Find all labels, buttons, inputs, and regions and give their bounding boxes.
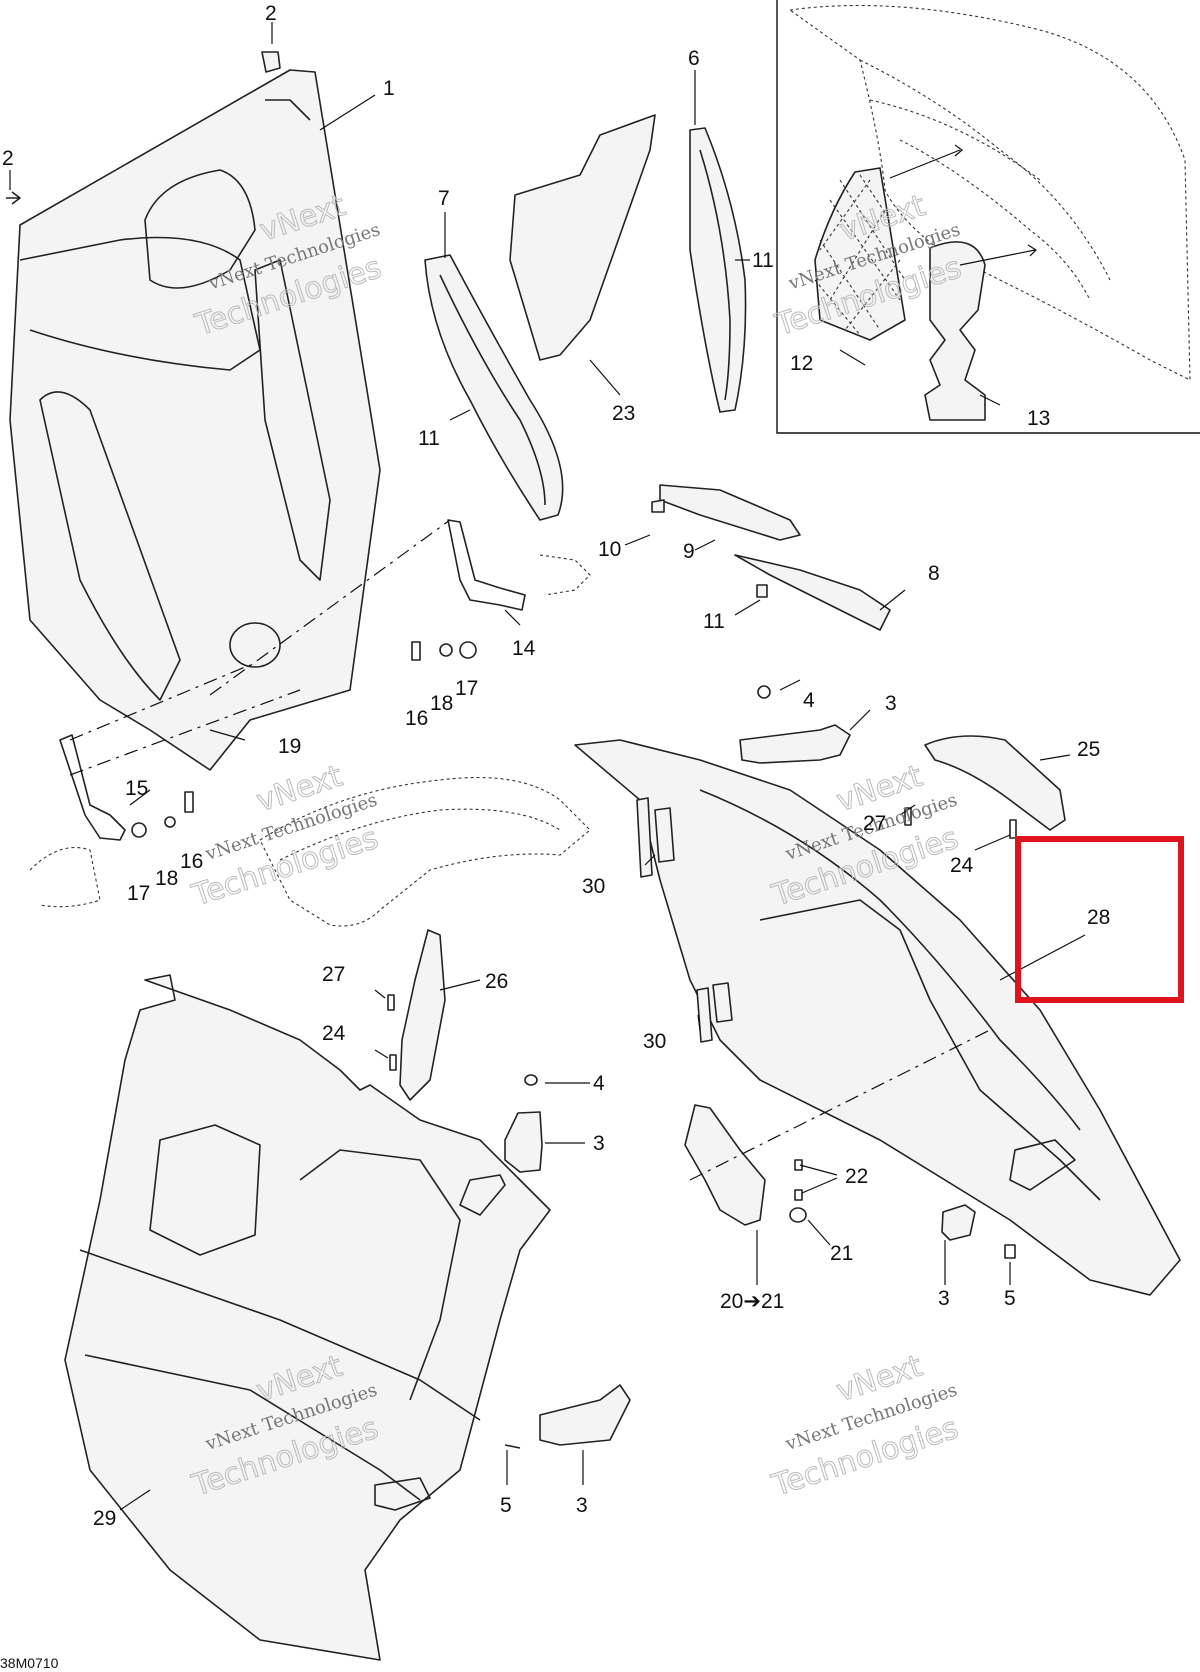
part-9-trim: [659, 484, 801, 541]
callout-28[interactable]: 28: [1087, 906, 1110, 929]
callout-29[interactable]: 29: [93, 1507, 116, 1530]
callout-1[interactable]: 1: [383, 77, 395, 100]
inset-sidepanel-dotted: [788, 4, 1191, 381]
part-3-handle-mid: [459, 1111, 543, 1216]
callout-8[interactable]: 8: [928, 562, 940, 585]
callout-3-top[interactable]: 3: [885, 692, 897, 715]
inset-mesh-12: [814, 167, 906, 341]
callout-13[interactable]: 13: [1027, 407, 1050, 430]
part-20-bracket: [684, 1104, 766, 1226]
part-25-trim: [924, 735, 1066, 831]
part-22-screws: [794, 1159, 803, 1201]
part-15-bracket: [29, 734, 194, 908]
callout-24-right[interactable]: 24: [950, 854, 974, 877]
leader-lines: [9, 22, 1086, 1511]
callout-19[interactable]: 19: [278, 735, 301, 758]
part-28-side-panel: [574, 739, 1181, 1296]
part-2-clip-top: [261, 51, 281, 73]
part-3-handle-upper: [739, 724, 851, 764]
part-21-nut: [789, 1207, 807, 1223]
callout-20-21[interactable]: 20➔21: [720, 1290, 784, 1313]
callout-27-left[interactable]: 27: [322, 963, 345, 986]
highlight-box: [1015, 836, 1184, 1003]
callout-25[interactable]: 25: [1077, 738, 1100, 761]
hardware-16-18-17: [411, 641, 477, 661]
watermark-f: Technologies vNext Technologies vNext: [767, 1348, 963, 1504]
assembly-line-d: [689, 1029, 991, 1181]
part-10-clip: [651, 499, 665, 513]
assembly-line-a: [209, 519, 451, 696]
part-30-strip-upper: [636, 797, 675, 878]
callout-3-bottom[interactable]: 3: [576, 1494, 588, 1517]
part-1-hood-panel: [9, 69, 381, 771]
part-23-foam-block: [509, 114, 656, 361]
screws-27-24-lower: [387, 994, 397, 1071]
part-4-cap-upper: [757, 685, 771, 699]
part-8-trim: [734, 554, 891, 631]
callout-15[interactable]: 15: [125, 777, 148, 800]
callout-5-bottom[interactable]: 5: [500, 1494, 512, 1517]
callout-26[interactable]: 26: [485, 970, 508, 993]
callout-18-bottom[interactable]: 18: [155, 867, 178, 890]
part-26-trim: [399, 929, 446, 1101]
screw-5-lower: [504, 1444, 521, 1449]
part-2-clip-left: [6, 191, 21, 205]
assembly-line-b: [69, 664, 251, 741]
callout-22[interactable]: 22: [845, 1165, 868, 1188]
callout-12[interactable]: 12: [790, 352, 813, 375]
callout-17-bottom[interactable]: 17: [127, 882, 150, 905]
callout-11-top[interactable]: 11: [752, 249, 774, 272]
callout-17-top[interactable]: 17: [455, 677, 478, 700]
inset-frame: [776, 0, 1200, 434]
callout-3-right[interactable]: 3: [938, 1287, 950, 1310]
part-14-bracket: [447, 519, 591, 611]
callout-21[interactable]: 21: [830, 1242, 853, 1265]
callout-16-top[interactable]: 16: [405, 707, 428, 730]
part-4-cap-mid: [524, 1074, 538, 1086]
part-6-vent-grille: [689, 127, 747, 413]
inset-arrow-a: [889, 144, 963, 179]
callout-labels[interactable]: 2 1 2 6 7 11 11 23 12 13 10 9 8 11 14 16…: [2, 2, 1100, 1530]
callout-11-right[interactable]: 11: [703, 610, 725, 633]
callout-2-top[interactable]: 2: [265, 2, 277, 25]
callout-3-mid[interactable]: 3: [593, 1132, 605, 1155]
callout-23[interactable]: 23: [612, 402, 635, 425]
screw-5-right: [1004, 1244, 1016, 1259]
callout-9[interactable]: 9: [683, 540, 695, 563]
part-3-handle-right: [941, 1204, 976, 1241]
callout-16-bottom[interactable]: 16: [180, 850, 203, 873]
callout-7[interactable]: 7: [438, 187, 450, 210]
callout-4-mid[interactable]: 4: [593, 1072, 605, 1095]
drawing-code: 38M0710: [0, 1655, 59, 1671]
callout-24-left[interactable]: 24: [322, 1022, 346, 1045]
callout-14[interactable]: 14: [512, 637, 536, 660]
inset-arrow-b: [959, 244, 1037, 266]
frame-dotted-middle: [259, 776, 591, 927]
part-29-side-panel: [64, 974, 551, 1661]
callout-11-mid[interactable]: 11: [418, 427, 440, 450]
callout-5-right[interactable]: 5: [1004, 1287, 1016, 1310]
callout-18-top[interactable]: 18: [430, 692, 453, 715]
callout-27-right[interactable]: 27: [863, 812, 886, 835]
callout-2-left[interactable]: 2: [2, 147, 14, 170]
callout-6[interactable]: 6: [688, 47, 700, 70]
callout-30-bottom[interactable]: 30: [643, 1030, 666, 1053]
watermark-c: Technologies vNext Technologies vNext: [187, 758, 383, 914]
part-7-vent-frame: [424, 254, 564, 521]
assembly-line-c: [69, 689, 301, 776]
callout-4-top[interactable]: 4: [803, 689, 815, 712]
part-11-clip: [756, 584, 768, 598]
callout-30-top[interactable]: 30: [582, 875, 605, 898]
part-3-handle-lower: [539, 1384, 631, 1446]
inset-foam-13: [924, 241, 986, 421]
callout-10[interactable]: 10: [598, 538, 621, 561]
